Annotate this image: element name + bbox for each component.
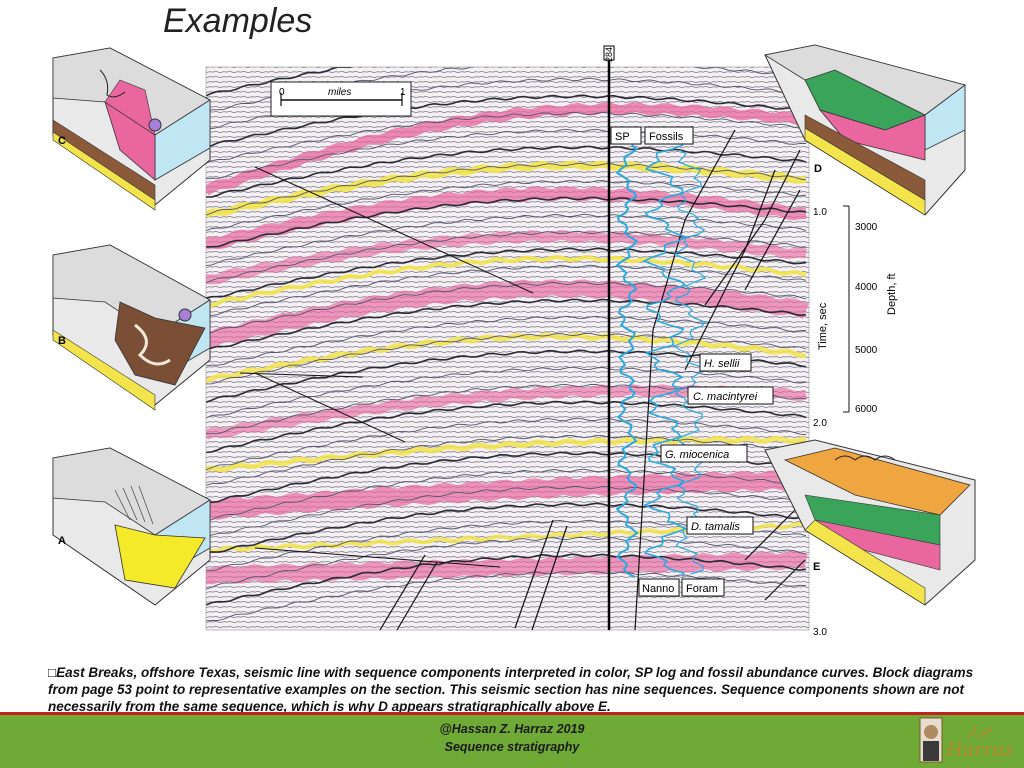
scale-bar: 0 miles 1 (270, 81, 412, 117)
slide-title: Examples (163, 2, 313, 40)
marker-c-macintyrei: C. macintyrei (693, 391, 758, 403)
block-diagram-c: C (52, 47, 211, 211)
depth-tick-4: 6000 (855, 404, 878, 415)
marker-h-sellii: H. sellii (704, 358, 740, 370)
footer-author: @Hassan Z. Harraz 2019 (439, 722, 585, 736)
caption-text: East Breaks, offshore Texas, seismic lin… (48, 665, 974, 712)
block-label-c: C (58, 135, 66, 147)
foram-label: Foram (686, 583, 718, 595)
log-curves (615, 144, 707, 578)
sp-header: SP (615, 131, 630, 143)
depth-tick-1: 3000 (855, 222, 878, 233)
well-label: 284 (604, 47, 614, 62)
logo-arabic: حراز (966, 723, 992, 738)
seismic-section (205, 66, 810, 631)
log-headers: SP Fossils Nanno Foram (610, 126, 725, 597)
well: 284 (603, 45, 615, 630)
block-diagram-d: D (763, 44, 966, 216)
fossil-markers: H. sellii C. macintyrei G. miocenica D. … (660, 353, 774, 535)
time-tick-1: 1.0 (813, 207, 827, 218)
figure-caption: □East Breaks, offshore Texas, seismic li… (48, 664, 978, 712)
footer-bar (0, 712, 1024, 768)
block-label-b: B (58, 335, 66, 347)
footer-accent-line (0, 712, 1024, 715)
scale-unit: miles (328, 87, 351, 98)
axes: 1.0 2.0 3.0 Time, sec 3000 4000 5000 600… (813, 205, 898, 635)
fossils-header: Fossils (649, 131, 684, 143)
scale-end: 1 (400, 87, 406, 98)
harraz-logo: حراز Harraz (919, 717, 1015, 763)
block-diagram-e: E (764, 439, 976, 606)
caption-marker: □ (48, 665, 57, 680)
block-label-a: A (58, 535, 66, 547)
logo-latin: Harraz (945, 739, 1014, 761)
depth-tick-3: 5000 (855, 345, 878, 356)
time-axis-label: Time, sec (817, 302, 829, 350)
time-tick-3: 3.0 (813, 627, 827, 635)
block-diagram-a: A (52, 447, 211, 606)
depth-axis-label: Depth, ft (886, 273, 898, 315)
leader-lines (239, 166, 534, 568)
marker-g-miocenica: G. miocenica (665, 449, 729, 461)
block-diagram-b: B (52, 244, 211, 411)
time-tick-2: 2.0 (813, 418, 827, 429)
seismic-figure: 0 miles 1 284 SP Fossils Nanno Foram (52, 44, 976, 635)
nanno-label: Nanno (642, 583, 674, 595)
block-label-e: E (813, 561, 820, 573)
faults (379, 129, 806, 631)
block-label-d: D (814, 163, 822, 175)
footer-subject: Sequence stratigraphy (444, 740, 580, 754)
depth-tick-2: 4000 (855, 282, 878, 293)
marker-d-tamalis: D. tamalis (691, 521, 740, 533)
scale-start: 0 (279, 87, 285, 98)
